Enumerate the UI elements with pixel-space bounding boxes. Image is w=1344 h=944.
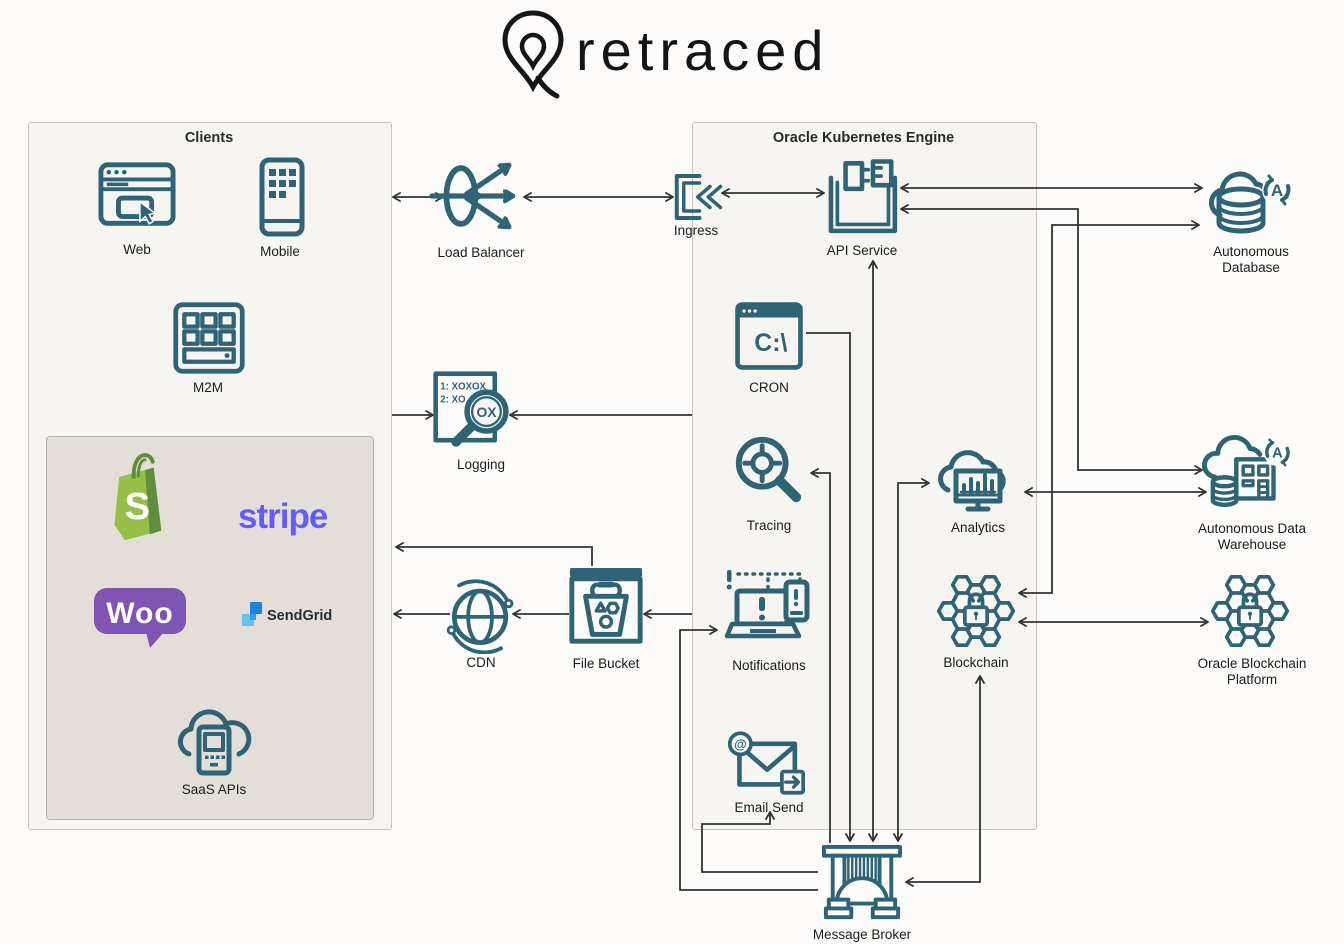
web-icon: [98, 162, 176, 226]
svg-text:S: S: [125, 485, 151, 528]
oracle-blockchain-platform-icon: [1210, 574, 1290, 648]
svg-text:A: A: [1272, 445, 1283, 461]
api-service-icon: [828, 159, 898, 234]
notifications-icon: [724, 570, 810, 639]
m2m-label: M2M: [193, 380, 223, 395]
email-send-icon: @: [727, 731, 805, 795]
tracing-label: Tracing: [746, 518, 792, 533]
logging-icon: 1: XOXOX 2: XO OX: [433, 371, 509, 447]
cron-label: CRON: [749, 380, 789, 395]
email-send-label: Email Send: [734, 800, 804, 815]
svg-text:1: XOXOX: 1: XOXOX: [440, 381, 486, 392]
retraced-pin-icon: [502, 10, 564, 99]
saas-apis-icon: [177, 709, 252, 776]
svg-text:C:\: C:\: [754, 329, 787, 357]
blockchain-label: Blockchain: [943, 655, 1009, 670]
oracle-blockchain-platform-label: Oracle Blockchain Platform: [1197, 656, 1307, 688]
svg-text:Woo: Woo: [106, 597, 173, 630]
message-broker-label: Message Broker: [812, 927, 912, 942]
file-bucket-label: File Bucket: [572, 656, 640, 671]
autonomous-database-icon: A: [1208, 171, 1292, 234]
blockchain-icon: [936, 574, 1016, 648]
m2m-icon: [173, 302, 245, 374]
tracing-icon: [735, 436, 802, 503]
svg-text:A: A: [1271, 181, 1283, 200]
stripe-logo: stripe: [238, 497, 328, 536]
api-service-label: API Service: [826, 243, 898, 258]
woocommerce-logo: Woo: [94, 588, 186, 648]
svg-text:@: @: [734, 736, 747, 751]
file-bucket-icon: [569, 568, 643, 644]
notifications-label: Notifications: [732, 658, 806, 673]
saas-apis-label: SaaS APIs: [181, 782, 247, 797]
ingress-icon: [674, 174, 723, 220]
clients-group-title: Clients: [184, 130, 234, 146]
brand-wordmark: retraced: [576, 19, 830, 82]
analytics-label: Analytics: [950, 520, 1006, 535]
cdn-icon: [446, 579, 514, 654]
autonomous-data-warehouse-label: Autonomous Data Warehouse: [1197, 521, 1307, 553]
logging-label: Logging: [456, 457, 506, 472]
cron-icon: C:\: [735, 302, 803, 370]
analytics-icon: [938, 450, 1006, 512]
svg-text:SendGrid: SendGrid: [267, 608, 332, 624]
load-balancer-icon: [429, 162, 516, 230]
mobile-icon: [259, 157, 305, 237]
shopify-logo: S: [114, 453, 162, 541]
sendgrid-logo: SendGrid: [242, 602, 332, 626]
cdn-label: CDN: [466, 655, 496, 670]
message-broker-icon: [821, 844, 903, 920]
web-label: Web: [123, 242, 151, 257]
svg-text:OX: OX: [476, 404, 497, 420]
load-balancer-label: Load Balancer: [437, 245, 525, 260]
autonomous-database-label: Autonomous Database: [1213, 244, 1289, 276]
autonomous-data-warehouse-icon: A: [1201, 435, 1292, 507]
mobile-label: Mobile: [260, 244, 300, 259]
ingress-label: Ingress: [673, 223, 719, 238]
oke-group-title: Oracle Kubernetes Engine: [772, 130, 955, 146]
svg-text:2: XO: 2: XO: [440, 394, 466, 405]
